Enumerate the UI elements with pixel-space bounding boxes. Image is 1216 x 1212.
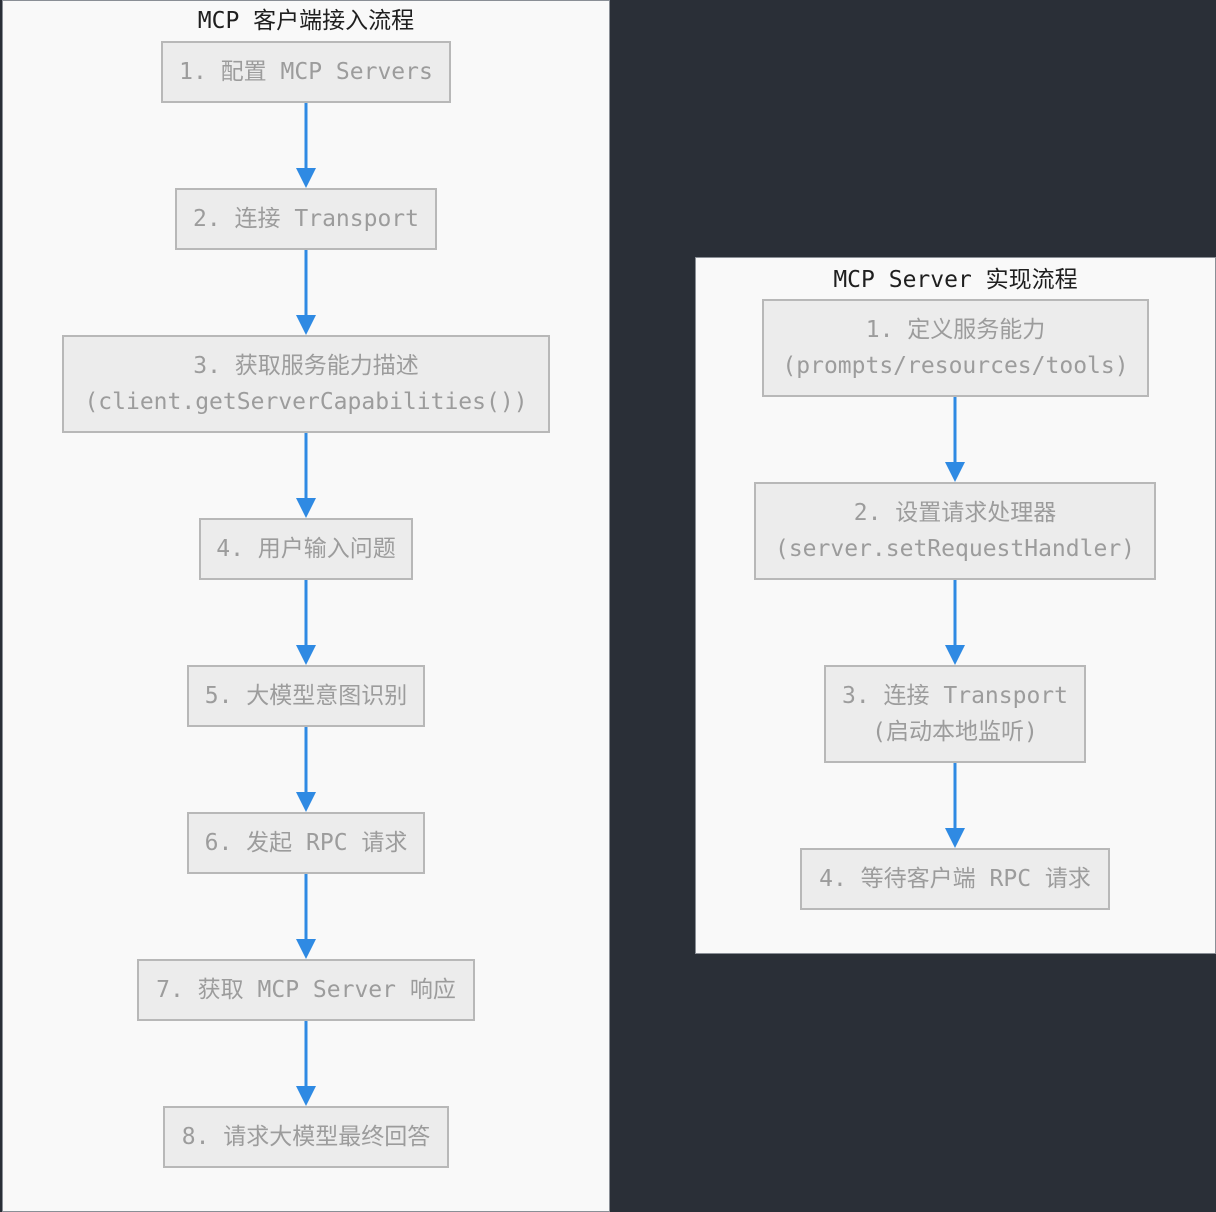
client-flow-cluster: MCP 客户端接入流程 [2, 0, 610, 1212]
client-step-3-label: 3. 获取服务能力描述 [193, 353, 419, 379]
server-step-1-detail: (prompts/resources/tools) [782, 353, 1129, 379]
server-step-2-detail: (server.setRequestHandler) [774, 536, 1136, 562]
client-step-1-label: 1. 配置 MCP Servers [179, 59, 433, 85]
server-step-2-label: 2. 设置请求处理器 [853, 500, 1057, 526]
client-flow-title: MCP 客户端接入流程 [197, 8, 415, 34]
client-step-7-label: 7. 获取 MCP Server 响应 [156, 977, 456, 1003]
client-step-1: 1. 配置 MCP Servers [161, 41, 451, 103]
client-step-5-label: 5. 大模型意图识别 [204, 683, 408, 709]
server-step-4-label: 4. 等待客户端 RPC 请求 [819, 866, 1091, 892]
server-flow-title: MCP Server 实现流程 [833, 267, 1078, 293]
client-step-7: 7. 获取 MCP Server 响应 [137, 959, 475, 1021]
server-step-3-label: 3. 连接 Transport [841, 683, 1068, 709]
client-step-6: 6. 发起 RPC 请求 [187, 812, 425, 874]
client-step-3-detail: (client.getServerCapabilities()) [84, 389, 528, 415]
server-step-3-detail: (启动本地监听) [872, 719, 1038, 745]
client-step-2: 2. 连接 Transport [175, 188, 437, 250]
client-step-8-label: 8. 请求大模型最终回答 [181, 1124, 431, 1150]
client-step-8: 8. 请求大模型最终回答 [163, 1106, 449, 1168]
client-step-6-label: 6. 发起 RPC 请求 [204, 830, 408, 856]
server-step-1: 1. 定义服务能力 (prompts/resources/tools) [762, 299, 1149, 397]
server-step-1-label: 1. 定义服务能力 [865, 317, 1046, 343]
client-step-2-label: 2. 连接 Transport [192, 206, 419, 232]
client-step-3: 3. 获取服务能力描述 (client.getServerCapabilitie… [62, 335, 550, 433]
server-step-4: 4. 等待客户端 RPC 请求 [800, 848, 1110, 910]
client-step-4: 4. 用户输入问题 [199, 518, 413, 580]
server-step-3: 3. 连接 Transport (启动本地监听) [824, 665, 1086, 763]
server-step-2: 2. 设置请求处理器 (server.setRequestHandler) [754, 482, 1156, 580]
client-step-5: 5. 大模型意图识别 [187, 665, 425, 727]
client-step-4-label: 4. 用户输入问题 [216, 536, 396, 562]
